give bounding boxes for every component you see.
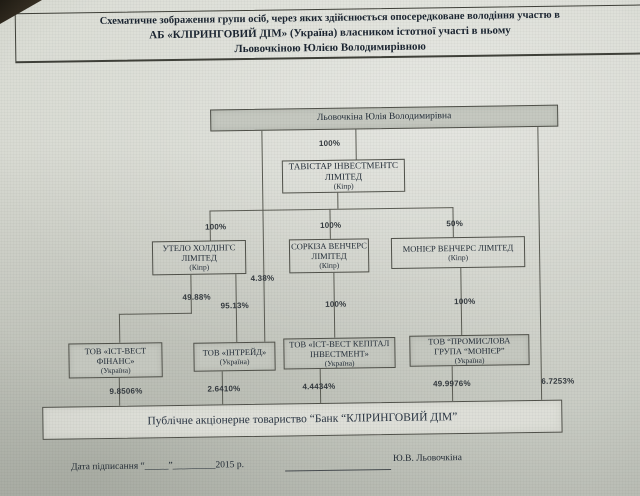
node-east-west-finance-country: (Україна) xyxy=(100,365,131,375)
connector-owner-to-intreid xyxy=(261,130,266,342)
node-monier-country: (Кіпр) xyxy=(448,252,469,262)
node-intreid: ТОВ «ІНТРЕЙД» (Україна) xyxy=(193,341,276,372)
node-sorkiza-name-1: СОРКІЗА ВЕНЧЕРС xyxy=(291,240,367,252)
node-tavistar-name-1: ТАВІСТАР ІНВЕСТМЕНТС xyxy=(288,159,399,172)
ownership-label-finance-bank: 9.8506% xyxy=(109,386,143,396)
node-tavistar-country: (Кіпр) xyxy=(333,181,354,191)
ownership-label-owner-tavistar: 100% xyxy=(318,138,341,149)
ownership-label-owner-bank: 6.7253% xyxy=(541,376,575,386)
node-east-west-finance: ТОВ «ІСТ-ВЕСТ ФІНАНС» (Україна) xyxy=(68,342,163,379)
node-utelo-country: (Кіпр) xyxy=(189,262,210,272)
node-tavistar: ТАВІСТАР ІНВЕСТМЕНТС ЛІМІТЕД (Кіпр) xyxy=(281,158,406,194)
node-east-west-capital: ТОВ «ІСТ-ВЕСТ КЕПІТАЛ ІНВЕСТМЕНТ» (Украї… xyxy=(283,336,396,370)
node-tavistar-name-2: ЛІМІТЕД xyxy=(324,170,363,182)
node-monier: МОНІЄР ВЕНЧЕРС ЛІМІТЕД (Кіпр) xyxy=(390,236,526,270)
connector-owner-to-tavistar xyxy=(355,129,357,160)
node-east-west-finance-name-1: ТОВ «ІСТ-ВЕСТ xyxy=(84,345,147,356)
node-monier-name: МОНІЄР ВЕНЧЕРС ЛІМІТЕД xyxy=(402,241,514,254)
connector-tavistar-stem xyxy=(337,192,339,209)
node-owner: Льовочкіна Юлія Володимирівна xyxy=(210,104,559,132)
signatory-name: Ю.В. Льовочкіна xyxy=(392,453,463,465)
node-utelo-name-1: УТЕЛО ХОЛДІНГС xyxy=(162,242,236,254)
ownership-label-capital-bank: 4.4434% xyxy=(302,381,336,392)
ownership-label-owner-intreid: 4.38% xyxy=(250,273,275,283)
node-east-west-capital-name-1: ТОВ «ІСТ-ВЕСТ КЕПІТАЛ xyxy=(289,337,390,350)
ownership-label-utelo-finance: 49.88% xyxy=(182,292,211,302)
ownership-label-prom-bank: 49.9976% xyxy=(433,378,471,389)
connector-utelo-finance-v2 xyxy=(118,313,121,343)
node-bank-label: Публічне акціонерне товариство “Банк “КЛ… xyxy=(147,410,458,428)
node-east-west-finance-name-2: ФІНАНС» xyxy=(96,355,135,366)
node-utelo-name-2: ЛІМІТЕД xyxy=(181,252,217,264)
node-east-west-capital-name-2: ІНВЕСТМЕНТ» xyxy=(310,347,369,359)
node-east-west-capital-country: (Україна) xyxy=(324,358,355,368)
ownership-label-monier-prom: 100% xyxy=(454,296,476,307)
title-line-3: Льовочкіною Юлією Володимирівною xyxy=(234,40,426,56)
ownership-label-intreid-bank: 2.6410% xyxy=(207,384,241,394)
node-sorkiza-name-2: ЛІМІТЕД xyxy=(311,250,347,262)
node-utelo: УТЕЛО ХОЛДІНГС ЛІМІТЕД (Кіпр) xyxy=(151,240,247,276)
date-line: Дата підписання “_____”_________2015 р. xyxy=(70,460,245,473)
connector-utelo-finance-h xyxy=(118,312,192,315)
ownership-label-utelo-intreid: 95.13% xyxy=(220,300,250,311)
node-intreid-name: ТОВ «ІНТРЕЙД» xyxy=(202,346,267,358)
node-bank: Публічне акціонерне товариство “Банк “КЛ… xyxy=(42,399,563,440)
node-prom-group-monier-name-2: ГРУПА “МОНІЄР” xyxy=(434,345,505,356)
ownership-label-tavistar-monier: 50% xyxy=(446,219,464,229)
node-intreid-country: (Україна) xyxy=(219,356,250,366)
signature-line xyxy=(285,469,392,472)
title-box: Схематичне зображення групи осіб, через … xyxy=(14,4,640,64)
node-owner-label: Льовочкіна Юлія Володимирівна xyxy=(316,111,452,124)
ownership-label-sorkiza-capital: 100% xyxy=(325,299,347,309)
connector-owner-to-bank xyxy=(537,125,543,400)
node-prom-group-monier-country: (Україна) xyxy=(454,355,485,365)
node-sorkiza: СОРКІЗА ВЕНЧЕРС ЛІМІТЕД (Кіпр) xyxy=(288,238,370,274)
connector-distribution-line xyxy=(209,207,454,212)
node-sorkiza-country: (Кіпр) xyxy=(319,260,340,271)
node-prom-group-monier: ТОВ “ПРОМИСЛОВА ГРУПА “МОНІЄР” (Україна) xyxy=(409,334,530,367)
ownership-label-tavistar-sorkiza: 100% xyxy=(319,220,342,230)
ownership-label-tavistar-utelo: 100% xyxy=(205,222,227,232)
